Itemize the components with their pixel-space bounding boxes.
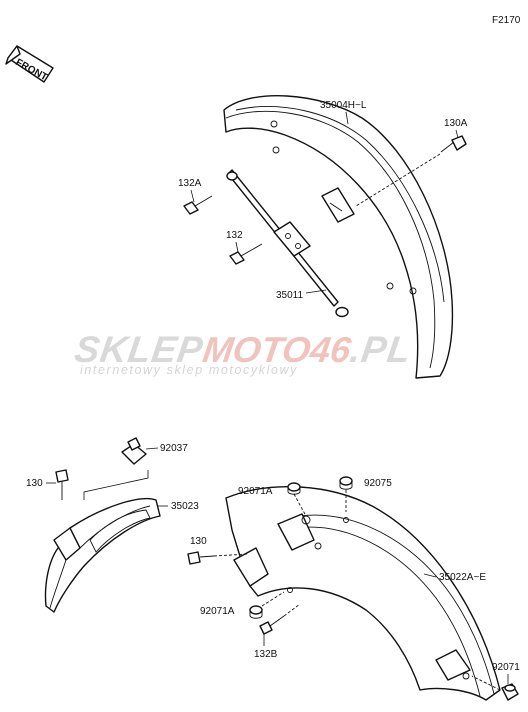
collar-92071a-top-label: 92071A [238, 486, 273, 497]
front-fender-label: 35004H~L [320, 100, 367, 111]
bolt-130a-label: 130A [444, 118, 468, 129]
bolt-132-label: 132 [226, 230, 243, 241]
mud-flap [44, 497, 161, 613]
collar-92075-label: 92075 [364, 478, 392, 489]
figure-code: F2170 [492, 15, 521, 26]
collar-92075-icon [339, 476, 353, 490]
bolt-132-icon [229, 243, 263, 265]
bolt-130-rear-icon [187, 551, 215, 565]
bolt-132b-label: 132B [254, 649, 278, 660]
nut-92037-icon [121, 437, 147, 465]
collar-92071-label: 92071 [492, 662, 520, 673]
collar-92071-icon [501, 683, 519, 701]
fender-stay [226, 169, 349, 318]
bolt-130a-icon [440, 135, 467, 153]
watermark-tagline: internetowy sklep motocyklowy [80, 363, 298, 377]
watermark-logo: SKLEPMOTO46.PL [72, 328, 414, 370]
bolt-130-icon [55, 469, 69, 500]
bolt-130-label: 130 [26, 478, 43, 489]
bolt-132a-label: 132A [178, 178, 202, 189]
front-arrow-icon: FRONT [5, 45, 54, 83]
bolt-132b-icon [259, 615, 285, 635]
collar-92071a-bottom-label: 92071A [200, 606, 235, 617]
collar-92071a-top-icon [287, 482, 301, 495]
collar-92071a-bottom-icon [249, 605, 263, 619]
fender-stay-label: 35011 [276, 290, 304, 301]
front-fender [223, 95, 454, 379]
rear-fender-label: 35022A~E [439, 572, 486, 583]
rear-fender [225, 486, 501, 701]
nut-92037-label: 92037 [160, 443, 188, 454]
bolt-130-rear-label: 130 [190, 536, 207, 547]
svg-text:SKLEPMOTO46.PL: SKLEPMOTO46.PL [72, 328, 414, 370]
flap-label: 35023 [171, 501, 199, 512]
bolt-132a-icon [183, 195, 213, 215]
